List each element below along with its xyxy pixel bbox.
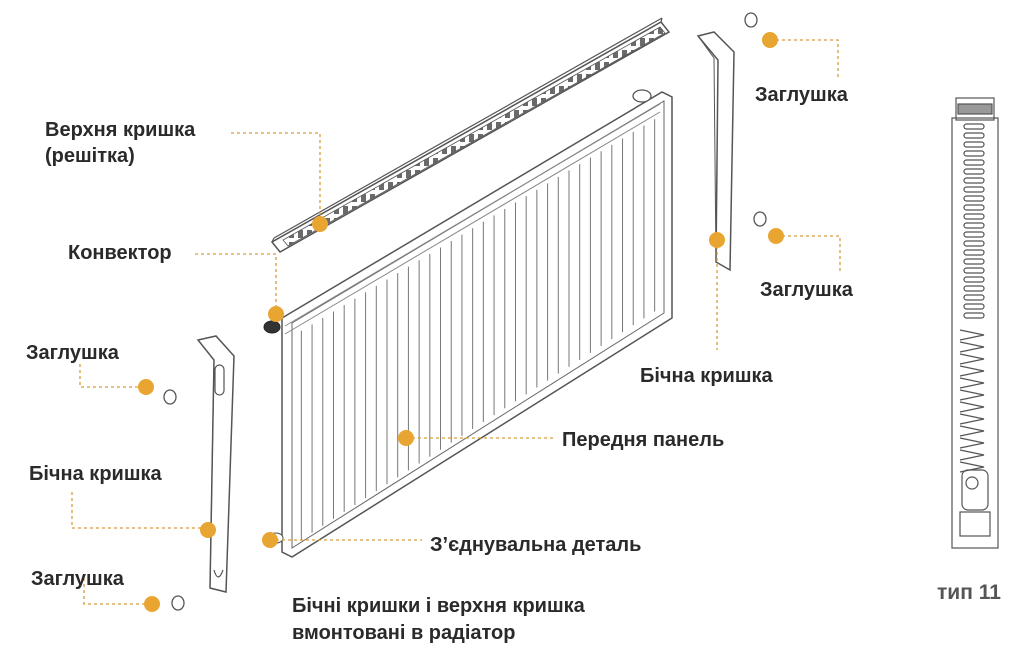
section-fin [959,329,985,341]
section-slot [963,186,985,193]
section-fin [959,437,985,449]
label-plug-left-bottom: Заглушка [31,568,124,590]
section-fin [959,341,985,353]
marker-convector [268,306,284,322]
section-slot [963,204,985,211]
marker-plug-right-top [762,32,778,48]
installation-note: Бічні кришки і верхня кришка вмонтовані … [292,593,585,647]
section-slot [963,159,985,166]
plug-shapes [163,12,767,611]
section-slot [963,294,985,301]
section-slot [963,123,985,130]
label-top-cover: Верхня кришка (решітка) [45,119,196,167]
label-connector: З’єднувальна деталь [430,534,642,556]
section-slot [963,168,985,175]
label-side-cover-right: Бічна кришка [640,365,773,387]
marker-plug-left-top [138,379,154,395]
section-slot [963,285,985,292]
section-slot [963,132,985,139]
label-plug-right-bottom: Заглушка [760,279,853,301]
section-fin [959,389,985,401]
leader-lines [71,39,841,605]
installation-note-line-1: Бічні кришки і верхня кришка [292,595,585,617]
section-slot [963,258,985,265]
marker-side-cover-right [709,232,725,248]
section-slot [963,222,985,229]
marker-front-panel [398,430,414,446]
section-slot [963,213,985,220]
section-fin [959,413,985,425]
side-cover-right-shape [696,31,735,272]
marker-connector [262,532,278,548]
section-slot [963,276,985,283]
marker-top-cover [312,216,328,232]
label-side-cover-left: Бічна кришка [29,463,162,485]
label-convector: Конвектор [68,242,172,264]
label-plug-left-top: Заглушка [26,342,119,364]
section-slot [963,177,985,184]
section-fin [959,377,985,389]
marker-plug-left-bottom [144,596,160,612]
marker-plug-right-bottom [768,228,784,244]
section-slot [963,141,985,148]
section-slot [963,231,985,238]
section-fin [959,401,985,413]
section-slot [963,249,985,256]
section-slot [963,150,985,157]
section-fin [959,365,985,377]
label-front-panel: Передня панель [562,429,725,451]
markers [138,32,784,612]
section-fin [959,449,985,461]
top-grille-cover [270,17,671,253]
section-slot [963,303,985,310]
label-plug-right-top: Заглушка [755,84,848,106]
installation-note-line-2: вмонтовані в радіатор [292,622,516,644]
type-label: тип 11 [937,581,1001,604]
front-panel [263,89,673,558]
marker-side-cover-left [200,522,216,538]
type-11-section-drawing [951,97,999,549]
section-fin [959,353,985,365]
side-cover-left-shape [196,335,235,593]
section-slot [963,240,985,247]
section-slot [963,267,985,274]
section-slot [963,195,985,202]
section-slot [963,312,985,319]
section-fin [959,425,985,437]
